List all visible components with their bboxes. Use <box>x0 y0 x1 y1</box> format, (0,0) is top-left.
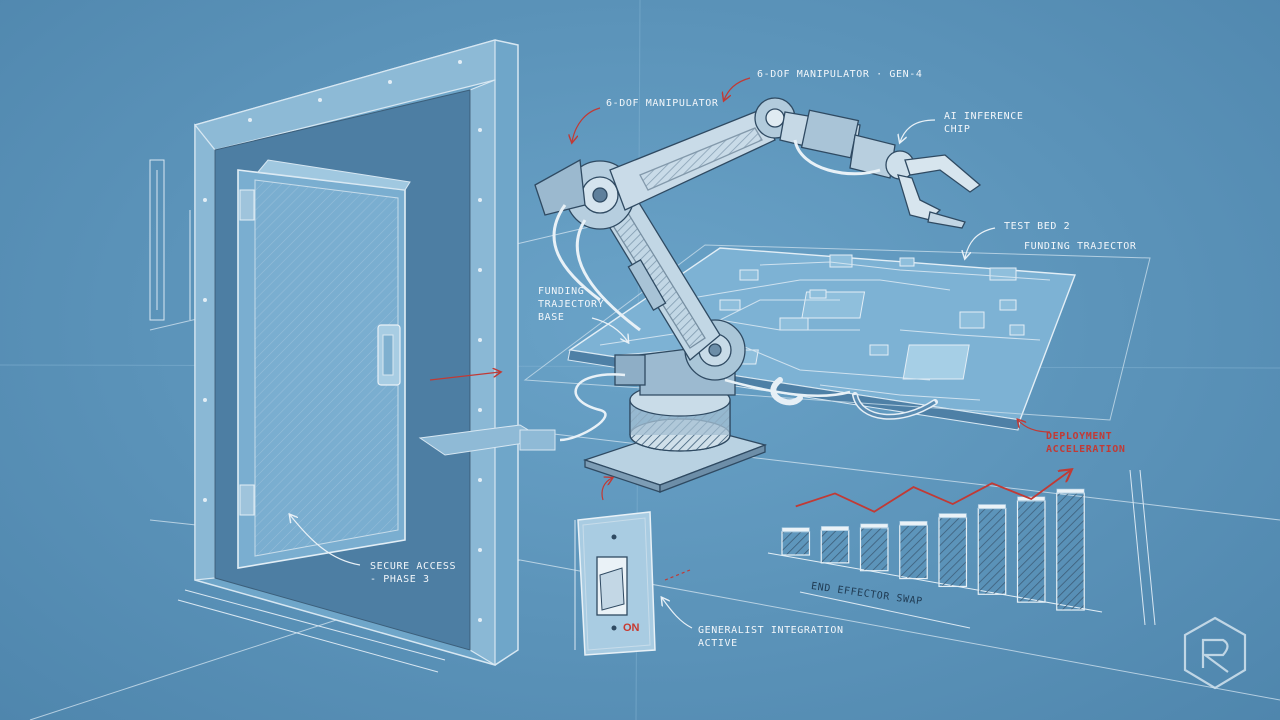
chart-bar-cap <box>1056 488 1085 494</box>
chart-bar <box>977 507 1007 595</box>
hexagon-r-logo <box>1183 616 1247 690</box>
funding-trajectory-base-label: FUNDING TRAJECTORY BASE <box>538 286 605 323</box>
secure-door <box>193 39 556 667</box>
wall-switch <box>577 511 656 656</box>
test-bed-label: TEST BED 2 <box>1004 221 1071 232</box>
chart-trend-line <box>795 470 1071 513</box>
annotation-arrows <box>290 77 1051 629</box>
chart-bar-cap <box>820 526 850 531</box>
chart-bar <box>781 530 811 556</box>
chart-bar <box>859 527 889 572</box>
generalist-integration-label: GENERALIST INTEGRATION ACTIVE <box>698 625 844 649</box>
switch-on-label: ON <box>623 622 640 634</box>
funding-trajectory-top-label: FUNDING TRAJECTOR <box>1024 241 1137 252</box>
ai-chip-label: AI INFERENCE CHIP <box>944 111 1024 135</box>
chart-bar-cap <box>781 527 810 532</box>
chart-bar <box>820 529 850 564</box>
chart-bar-cap <box>938 513 967 518</box>
dimension-rulers <box>149 159 1156 673</box>
chart-bar-cap <box>977 504 1007 509</box>
chart-bar <box>938 516 968 588</box>
chart-bar <box>1016 500 1046 603</box>
robot-manipulator <box>534 97 982 493</box>
funding-chart <box>767 470 1103 613</box>
test-bed-circuit-board <box>523 244 1151 431</box>
chart-bar-cap <box>860 523 889 529</box>
chart-bar-cap <box>899 520 928 526</box>
chart-bar <box>899 524 928 580</box>
manipulator-label: 6-DOF MANIPULATOR <box>606 98 719 109</box>
secure-access-label: SECURE ACCESS - PHASE 3 <box>370 561 457 585</box>
manipulator-title-label: 6-DOF MANIPULATOR · GEN-4 <box>757 69 923 80</box>
chart-bar <box>1056 492 1085 611</box>
deployment-acceleration-label: DEPLOYMENT ACCELERATION <box>1046 431 1126 455</box>
